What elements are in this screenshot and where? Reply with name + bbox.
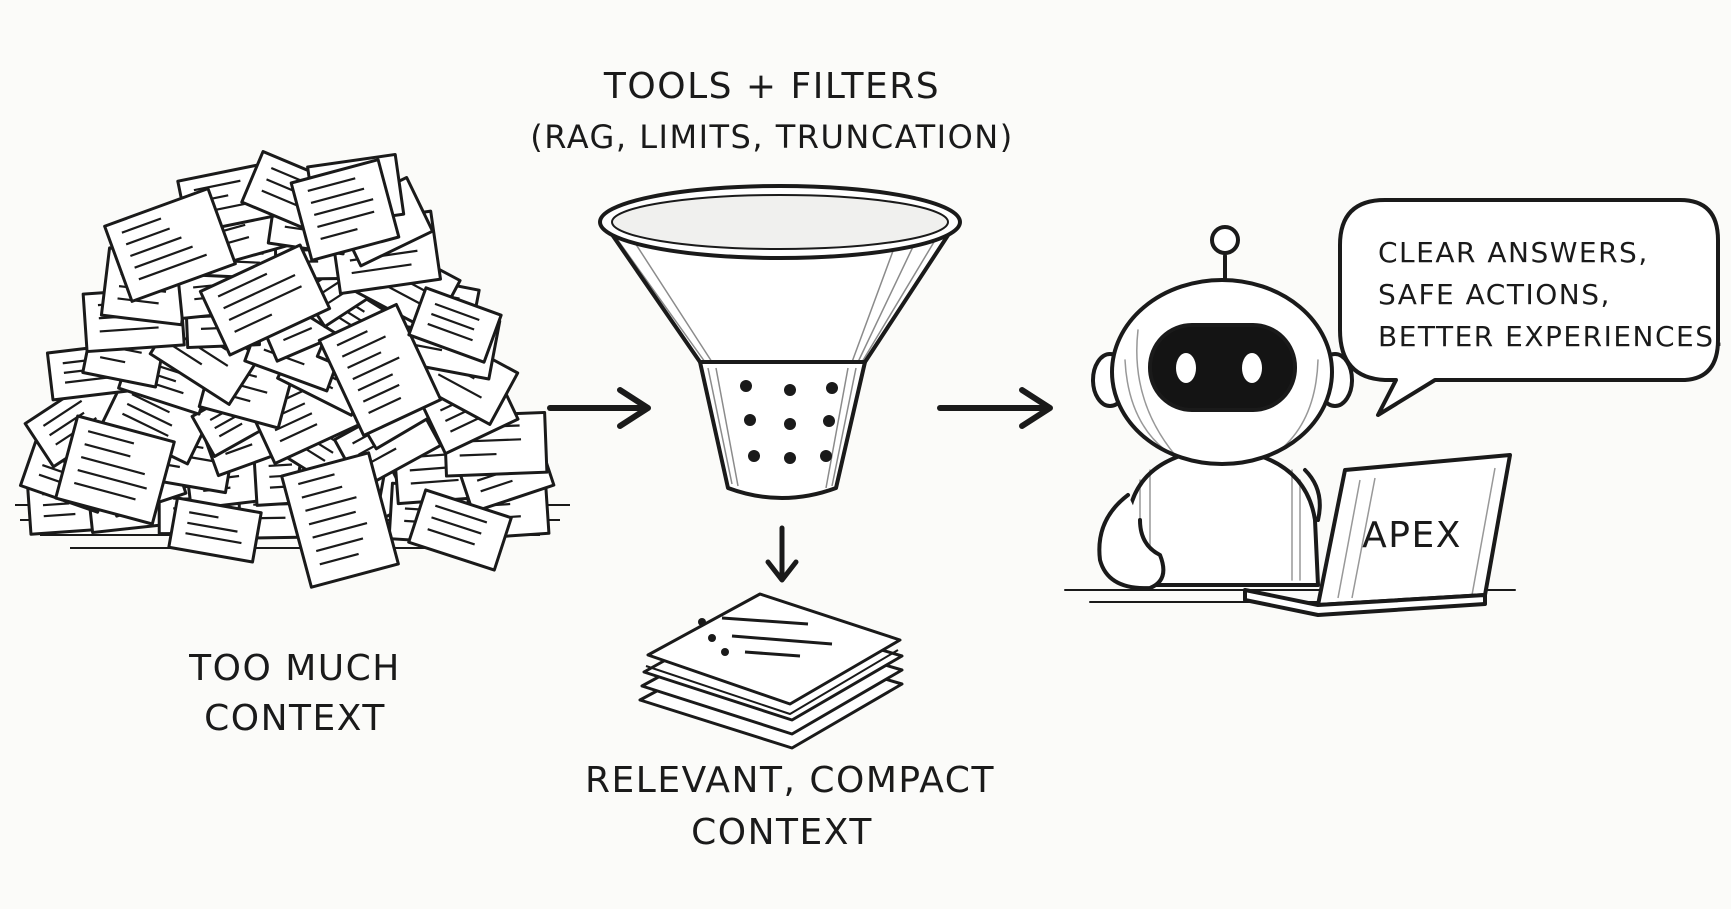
speech-line1: CLEAR ANSWERS, — [1378, 236, 1649, 269]
document-pile — [15, 150, 570, 589]
paper-sheet — [317, 302, 443, 438]
speech-bubble — [1338, 198, 1720, 417]
paper-sheet — [280, 451, 400, 589]
filter-title: TOOLS + FILTERS — [603, 66, 940, 107]
paper-sheet — [198, 243, 332, 357]
arrow-funnel-to-output — [765, 525, 799, 583]
paper-sheet — [54, 414, 176, 526]
output-label-line1: RELEVANT, COMPACT — [585, 760, 995, 801]
input-label-line1: TOO MUCH — [188, 648, 401, 689]
speech-line2: SAFE ACTIONS, — [1378, 278, 1611, 311]
paper-sheet — [407, 488, 513, 572]
filter-subtitle: (RAG, LIMITS, TRUNCATION) — [530, 118, 1013, 156]
compact-document-stack — [638, 592, 904, 750]
robot-assistant — [1064, 225, 1516, 603]
arrow-funnel-to-robot — [937, 387, 1053, 429]
arrow-pile-to-funnel — [547, 387, 651, 429]
paper-sheets — [18, 150, 556, 589]
paper-sheet — [407, 286, 503, 364]
paper-sheet — [289, 158, 401, 262]
output-label-line2: CONTEXT — [691, 812, 873, 853]
speech-line3: BETTER EXPERIENCES. — [1378, 320, 1725, 353]
input-label-line2: CONTEXT — [204, 698, 386, 739]
funnel-holes — [740, 380, 838, 464]
funnel-icon — [598, 184, 962, 500]
laptop-label: APEX — [1362, 515, 1462, 556]
paper-sheet — [167, 496, 263, 564]
paper-sheet — [103, 187, 237, 303]
laptop — [1243, 453, 1512, 617]
